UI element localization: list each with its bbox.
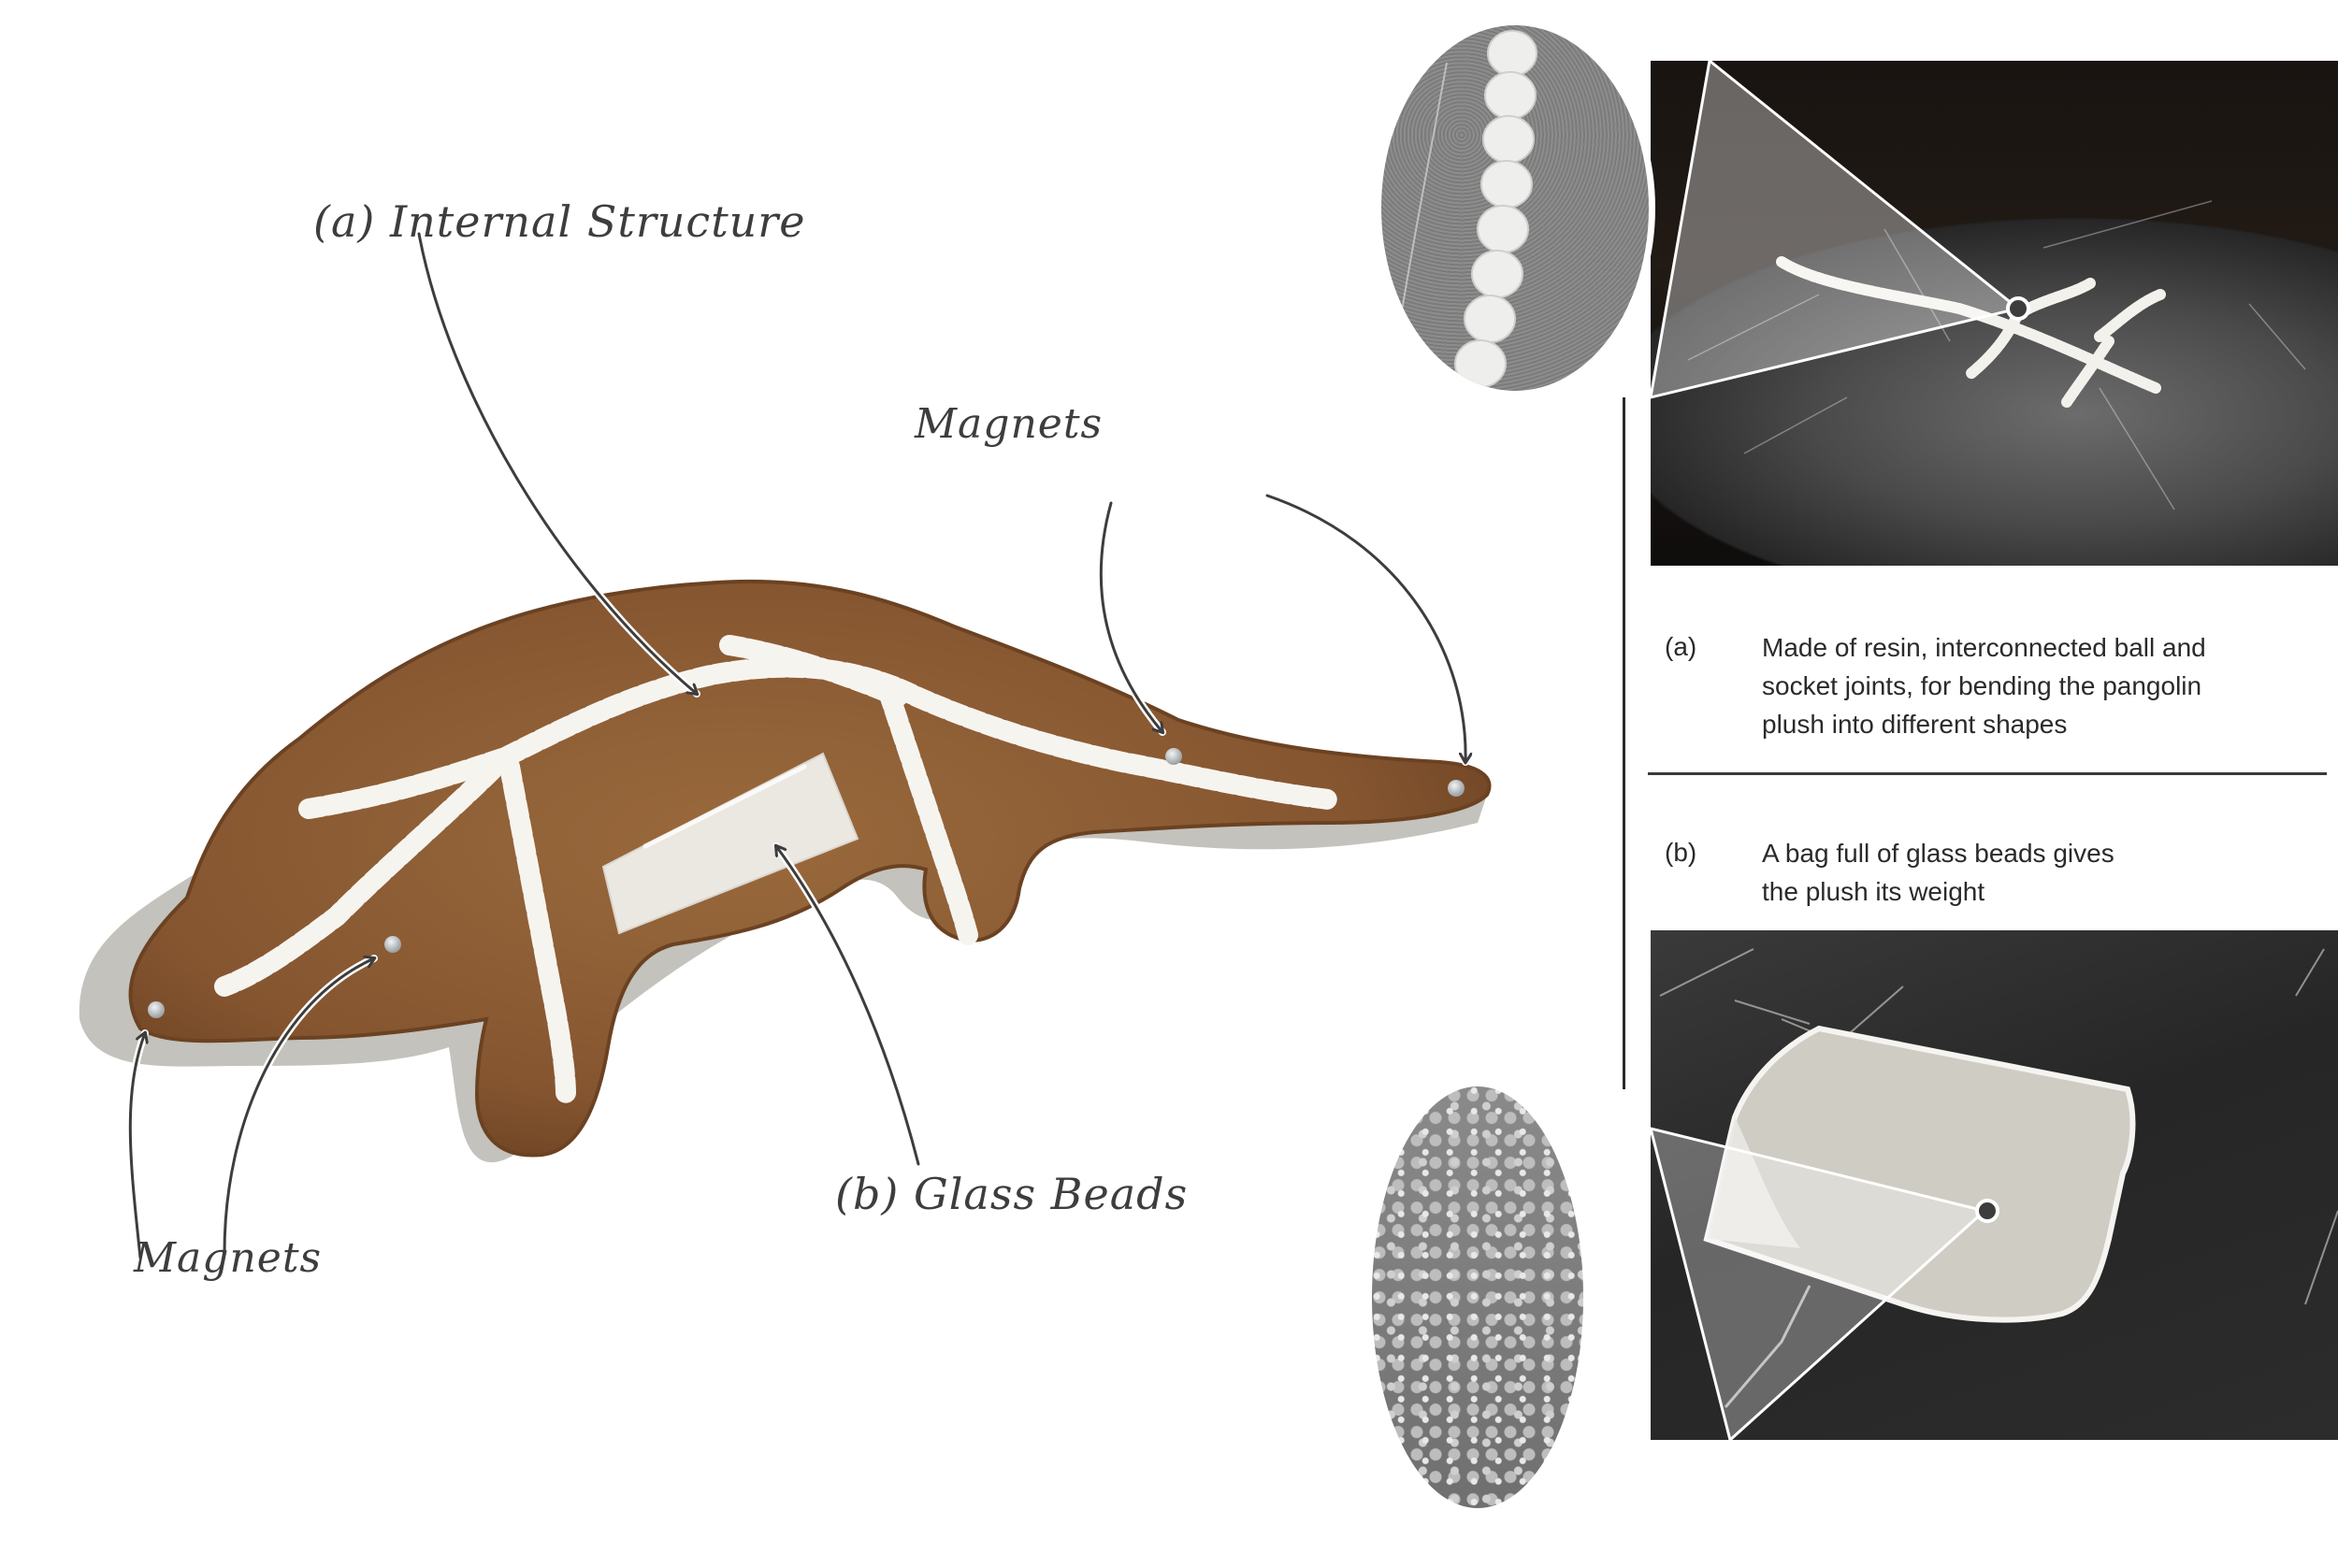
bag-photo-art [1651,948,2338,1440]
internal-skeleton [214,635,1338,1104]
description-b-line-2: the plush its weight [1762,877,1985,906]
magnet-head [384,936,401,953]
bag-photo [1651,930,2338,1440]
annotation-arrows [126,230,1465,1261]
label-glass-beads: (b) Glass Beads [835,1169,1189,1219]
pangolin-illustration [79,230,1492,1261]
glass-bead-bag [601,752,859,935]
description-a-line-1: Made of resin, interconnected ball and [1762,633,2206,662]
label-magnets-top: Magnets [915,400,1104,448]
ball-joint-chain [1390,30,1537,388]
description-b-line-1: A bag full of glass beads gives [1762,839,2114,868]
description-a-line-2: socket joints, for bending the pangolin [1762,671,2202,700]
description-divider [1648,772,2327,775]
label-internal-structure: (a) Internal Structure [313,196,806,247]
description-b-marker: (b) [1665,838,1697,867]
description-a-marker: (a) [1665,632,1697,661]
callout-dot-skeleton [2006,296,2030,321]
description-b-text: A bag full of glass beads gives the plus… [1762,834,2114,911]
description-a-line-3: plush into different shapes [1762,710,2068,739]
skeleton-photo [1651,61,2338,566]
skeleton-closeup [1375,19,1655,397]
callout-dot-bag [1975,1199,1999,1223]
pangolin-body [128,579,1492,1158]
skeleton-photo-art [1651,61,2306,511]
magnet-nose [148,1001,165,1018]
label-magnets-bottom: Magnets [134,1234,323,1282]
magnet-back [1165,748,1182,765]
panel-vertical-divider [1623,397,1625,1089]
description-a-text: Made of resin, interconnected ball and s… [1762,628,2206,743]
magnet-tail [1448,780,1465,797]
glass-beads-closeup [1365,1080,1590,1515]
